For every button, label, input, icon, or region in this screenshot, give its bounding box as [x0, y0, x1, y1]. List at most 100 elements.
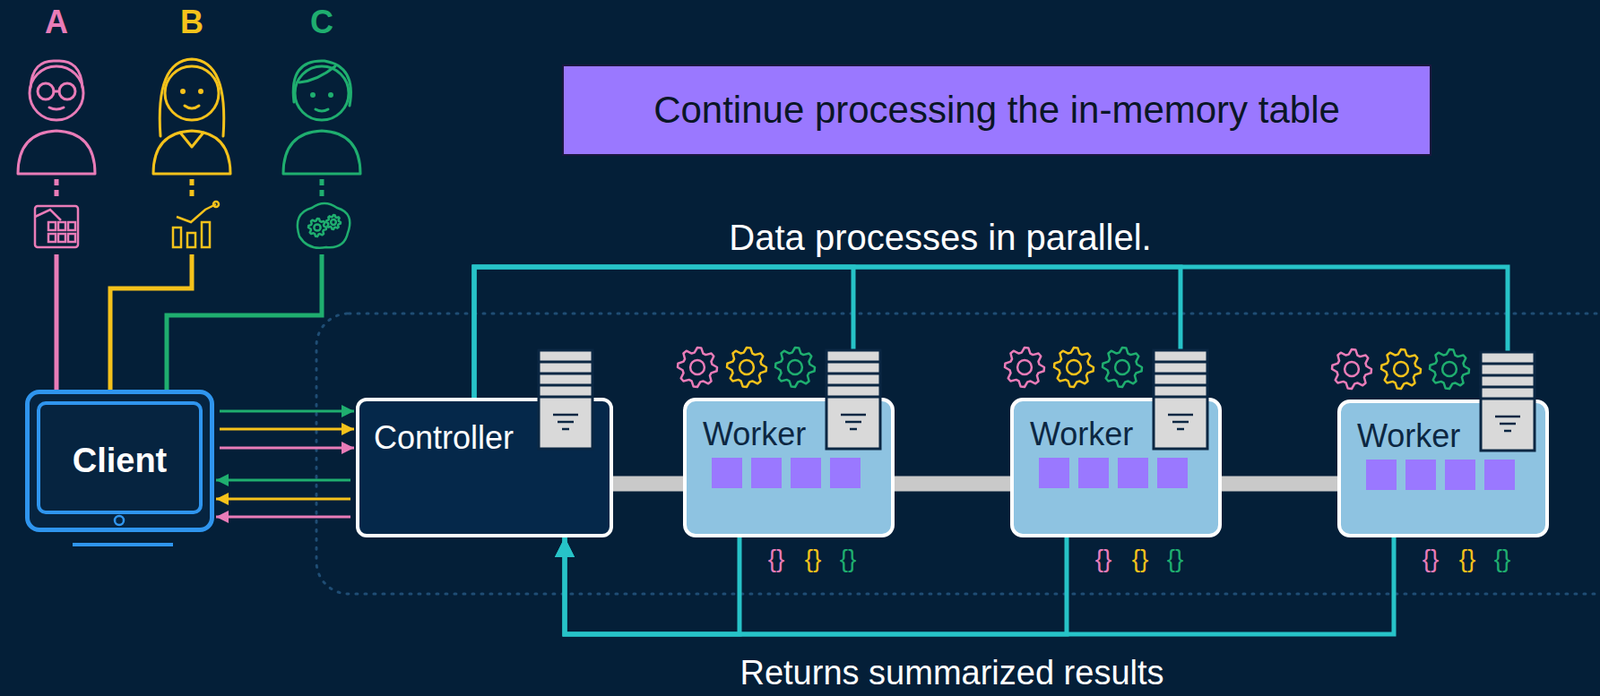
client-label: Client: [72, 441, 168, 482]
data-partition: [1444, 459, 1476, 491]
role-symbol: [34, 206, 78, 248]
data-partition: [1157, 458, 1188, 489]
user-letter: B: [180, 3, 204, 41]
worker-label: Worker: [1357, 417, 1461, 455]
gear-icon: [1004, 347, 1045, 388]
worker-box: Worker: [1337, 399, 1549, 538]
person-icon: [283, 60, 361, 174]
worker-box: Worker: [1010, 397, 1222, 538]
node-decor: [563, 66, 565, 68]
gear-icon: [1381, 349, 1421, 390]
json-braces: {}: [768, 544, 786, 574]
gear-hub: [1017, 360, 1032, 375]
user-letter: C: [310, 3, 334, 41]
node-decor: [142, 1, 144, 3]
gear-hub: [690, 360, 705, 375]
connector-line: [474, 267, 1508, 398]
gear-hub: [739, 360, 754, 375]
gear-icon: [1429, 349, 1470, 390]
user-icon: C: [272, 1, 372, 255]
monitor-stand: [72, 543, 173, 547]
dashed-link: [190, 179, 195, 198]
json-braces: {}: [804, 544, 822, 574]
connector-line: [54, 254, 60, 390]
gear-icon: [1331, 349, 1372, 390]
monitor-button: [114, 516, 124, 526]
table-icon: [538, 350, 593, 450]
role-symbol: [297, 203, 350, 249]
data-partition: [751, 458, 782, 489]
request-arrow: [219, 410, 355, 414]
data-partition: [1078, 458, 1109, 489]
controller-box: Controller: [355, 397, 614, 538]
person-icon: [17, 60, 96, 174]
gear-hub: [1393, 362, 1409, 377]
banner-text: Continue processing the in-memory table: [653, 88, 1341, 132]
request-arrow: [219, 447, 355, 450]
connector-line: [564, 537, 1067, 635]
node-decor: [359, 401, 361, 403]
connector-line: [564, 537, 740, 635]
connector-line: [474, 267, 1181, 398]
node-decor: [7, 1, 9, 3]
connector-line: [564, 537, 1394, 635]
gear-icon: [726, 347, 767, 388]
gear-hub: [1344, 362, 1359, 377]
user-letter: A: [44, 3, 69, 41]
gear-icon: [326, 215, 341, 230]
request-arrow: [216, 479, 351, 483]
monitor-screen: [38, 403, 201, 513]
table-icon: [1480, 352, 1535, 451]
json-braces: {}: [1167, 544, 1185, 574]
network-bus: [613, 476, 684, 493]
user-icon: A: [7, 1, 106, 255]
table-icon: [1153, 350, 1208, 450]
data-partition: [1484, 459, 1515, 491]
connector-line: [166, 254, 322, 390]
json-braces: {}: [1095, 544, 1113, 574]
node-decor: [272, 1, 274, 3]
data-partition: [1117, 458, 1149, 489]
node-decor: [1013, 401, 1015, 403]
gear-hub: [313, 224, 320, 231]
worker-label: Worker: [1029, 415, 1133, 453]
data-partition: [830, 458, 861, 489]
caption-text: Data processes in parallel.: [728, 216, 1151, 259]
gear-hub: [1442, 362, 1457, 377]
caption-text: Returns summarized results: [739, 654, 1164, 694]
network-bus: [1221, 476, 1338, 493]
gear-icon: [308, 218, 327, 237]
dashed-link: [320, 179, 325, 198]
json-braces: {}: [1459, 544, 1477, 574]
cluster-outline: [316, 313, 1600, 595]
node-decor: [29, 394, 31, 396]
gear-icon: [1102, 347, 1142, 388]
request-arrow: [219, 428, 355, 432]
connector-line: [110, 254, 192, 390]
gear-hub: [1115, 360, 1130, 375]
data-partition: [711, 458, 743, 489]
worker-label: Worker: [702, 415, 806, 453]
gear-icon: [1054, 347, 1094, 388]
network-bus: [894, 476, 1011, 493]
node-decor: [686, 401, 688, 403]
json-braces: {}: [1132, 544, 1150, 574]
table-icon: [826, 350, 881, 450]
request-arrow: [216, 498, 351, 502]
json-braces: {}: [839, 544, 857, 574]
user-icon: B: [142, 1, 242, 255]
connector-line: [474, 267, 854, 398]
worker-box: Worker: [683, 397, 895, 538]
request-arrow: [216, 516, 351, 519]
json-braces: {}: [1494, 544, 1512, 574]
dashed-link: [54, 179, 60, 198]
data-partition: [790, 458, 822, 489]
controller-label: Controller: [373, 419, 514, 457]
gear-hub: [787, 360, 803, 375]
gear-icon: [775, 347, 815, 388]
banner-box: Continue processing the in-memory table: [562, 64, 1432, 156]
gear-hub: [330, 219, 337, 225]
role-symbol: [172, 201, 219, 248]
node-decor: [1340, 403, 1342, 405]
